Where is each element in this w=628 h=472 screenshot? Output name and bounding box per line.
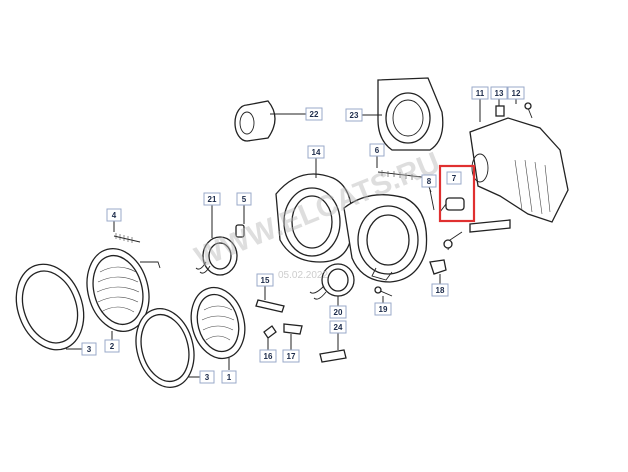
callout-part-3-right[interactable]: 3 [199, 370, 215, 384]
callout-part-21[interactable]: 21 [203, 192, 221, 206]
bulb-15 [255, 299, 285, 313]
bulb-7 [439, 197, 465, 213]
rear-shield-11 [469, 117, 569, 223]
callout-part-7[interactable]: 7 [446, 171, 462, 185]
bulb-17 [283, 323, 303, 335]
callout-part-14[interactable]: 14 [307, 145, 325, 159]
callout-part-19[interactable]: 19 [374, 302, 392, 316]
bracket-18 [429, 259, 447, 275]
svg-text:13: 13 [495, 89, 504, 98]
screw-19 [374, 286, 393, 297]
selected-part-highlight [438, 164, 476, 223]
svg-text:22: 22 [310, 110, 319, 119]
bulb-socket-21 [195, 236, 238, 276]
callout-part-24[interactable]: 24 [329, 320, 347, 334]
svg-text:5: 5 [242, 195, 247, 204]
housing-14 [275, 173, 428, 283]
callout-part-12[interactable]: 12 [507, 86, 525, 100]
callout-part-20[interactable]: 20 [329, 305, 347, 319]
svg-text:17: 17 [287, 352, 296, 361]
bulb-16 [263, 325, 277, 339]
svg-text:1: 1 [227, 373, 232, 382]
callout-part-18[interactable]: 18 [431, 283, 449, 297]
selected-part-box [438, 164, 476, 223]
callout-part-13[interactable]: 13 [490, 86, 508, 100]
svg-text:3: 3 [205, 373, 210, 382]
svg-text:2: 2 [110, 342, 115, 351]
clip-13 [495, 105, 505, 117]
svg-text:12: 12 [512, 89, 521, 98]
cover-23 [377, 77, 444, 151]
svg-text:6: 6 [375, 146, 380, 155]
screw-12 [524, 102, 533, 119]
callout-part-11[interactable]: 11 [471, 86, 489, 100]
adjust-screw [113, 233, 141, 243]
callout-part-4[interactable]: 4 [106, 208, 122, 222]
svg-text:16: 16 [264, 352, 273, 361]
svg-text:11: 11 [476, 89, 485, 98]
svg-text:23: 23 [350, 111, 359, 120]
bolt-6 [377, 170, 431, 180]
clip-24 [319, 349, 347, 363]
callout-part-23[interactable]: 23 [345, 108, 363, 122]
sealed-beam-small [190, 286, 246, 360]
svg-text:24: 24 [334, 323, 343, 332]
trim-ring-left [15, 263, 85, 351]
callout-part-1[interactable]: 1 [221, 370, 237, 384]
callout-part-16[interactable]: 16 [259, 349, 277, 363]
svg-text:05.02.2022: 05.02.2022 [278, 270, 328, 281]
callout-part-2[interactable]: 2 [104, 339, 120, 353]
svg-text:7: 7 [452, 174, 457, 183]
leader-lines [66, 99, 517, 378]
part-drawings [15, 77, 569, 388]
svg-text:14: 14 [312, 148, 321, 157]
trim-ring-right [135, 308, 195, 388]
callout-part-3-left[interactable]: 3 [81, 342, 97, 356]
callout-part-17[interactable]: 17 [282, 349, 300, 363]
svg-text:21: 21 [208, 195, 217, 204]
callout-part-6[interactable]: 6 [369, 143, 385, 157]
svg-text:8: 8 [427, 177, 432, 186]
svg-text:15: 15 [261, 276, 270, 285]
cap-22 [234, 100, 276, 142]
sealed-beam-large [86, 248, 161, 332]
svg-text:18: 18 [436, 286, 445, 295]
callouts: 1 2 3 3 4 5 6 7 8 11 12 13 14 15 16 17 1… [81, 86, 525, 384]
callout-part-15[interactable]: 15 [256, 273, 274, 287]
bolt-8 [429, 189, 435, 211]
callout-part-22[interactable]: 22 [305, 107, 323, 121]
clip-5 [235, 224, 245, 238]
connector [443, 219, 511, 251]
svg-text:20: 20 [334, 308, 343, 317]
svg-text:4: 4 [112, 211, 117, 220]
callout-part-5[interactable]: 5 [236, 192, 252, 206]
callout-part-8[interactable]: 8 [421, 174, 437, 188]
svg-text:19: 19 [379, 305, 388, 314]
svg-text:3: 3 [87, 345, 92, 354]
